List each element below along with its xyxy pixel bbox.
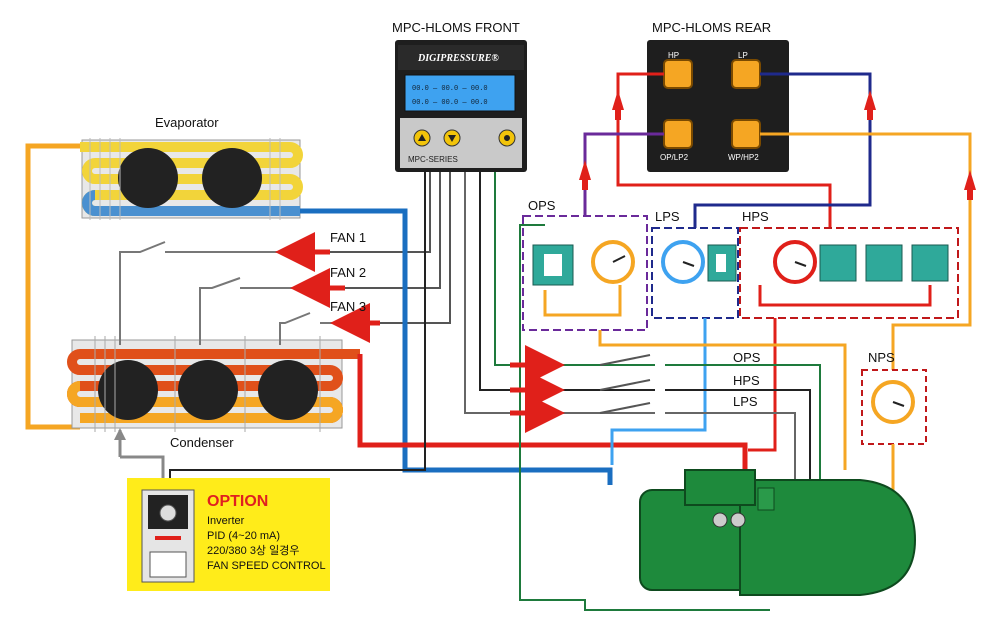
ops-group-label: OPS <box>528 198 556 213</box>
evaporator-coil-cold <box>82 190 300 216</box>
ops-orange-line <box>543 285 622 317</box>
switch-lps-label: LPS <box>733 394 758 409</box>
nps-gauge-needle <box>892 401 905 407</box>
fan-3-label: FAN 3 <box>330 299 366 314</box>
front-title: MPC-HLOMS FRONT <box>392 20 520 35</box>
rear-title: MPC-HLOMS REAR <box>652 20 771 35</box>
rear-up-arrows <box>579 90 976 200</box>
lps-group: LPS <box>651 209 739 319</box>
option-control-wire <box>169 172 426 478</box>
port-lp <box>731 59 761 89</box>
front-brand: DIGIPRESSURE® <box>417 53 499 64</box>
hps-box <box>739 227 959 319</box>
lps-group-label: LPS <box>655 209 680 224</box>
hps-gauge-needle <box>794 261 807 267</box>
condenser: Condenser <box>67 336 360 450</box>
inverter-label-panel <box>149 551 187 578</box>
evaporator-label: Evaporator <box>155 115 219 130</box>
condenser-fan-2 <box>178 360 238 420</box>
option-up-arrow-icon <box>114 428 126 440</box>
port-op-lp2 <box>663 119 693 149</box>
switch-hps-label: HPS <box>733 373 760 388</box>
down-arrow-icon <box>448 135 456 142</box>
ops-box <box>522 215 648 331</box>
evaporator-fan-2 <box>202 148 262 208</box>
port-hp-label: HP <box>668 51 679 60</box>
evap-cond-line <box>25 143 80 430</box>
ops-gauge-needle <box>612 255 626 263</box>
hps-switch-3 <box>911 244 949 282</box>
option-line-3: 220/380 3상 일경우 <box>207 543 299 557</box>
condenser-coil-lower <box>67 381 343 423</box>
hps-red-line <box>758 285 932 307</box>
option-link-line <box>120 455 165 480</box>
hps-group: HPS <box>739 209 959 319</box>
option-line-4: FAN SPEED CONTROL <box>207 560 326 572</box>
compressor-port-2 <box>730 512 746 528</box>
lps-gauge-needle <box>682 261 695 267</box>
lps-box <box>651 227 739 319</box>
rear-panel-lines <box>583 72 972 370</box>
compressor-relays <box>599 354 651 414</box>
port-op-lp2-label: OP/LP2 <box>660 153 689 162</box>
compressor-port-1 <box>712 512 728 528</box>
inverter-indicator <box>155 536 181 540</box>
option-title: OPTION <box>207 493 268 510</box>
condenser-fan-1 <box>98 360 158 420</box>
port-hp <box>663 59 693 89</box>
gauge-lines <box>598 318 847 470</box>
rear-panel: MPC-HLOMS REAR HP LP OP/LP2 WP/HP2 <box>647 20 789 172</box>
compressor-valve <box>757 487 775 511</box>
ops-switch-face <box>544 254 562 276</box>
nps-group-label: NPS <box>868 350 895 365</box>
fan-switches <box>119 241 345 345</box>
hps-group-label: HPS <box>742 209 769 224</box>
option-line-2: PID (4~20 mA) <box>207 530 280 542</box>
evaporator-fan-1 <box>118 148 178 208</box>
hps-switch-1 <box>819 244 857 282</box>
port-wp-hp2-label: WP/HP2 <box>728 153 759 162</box>
port-lp-label: LP <box>738 51 748 60</box>
compressor-terminal-box <box>684 469 756 506</box>
front-brand-strip <box>398 45 524 70</box>
condenser-fan-3 <box>258 360 318 420</box>
compressor-body <box>739 479 917 596</box>
front-panel: MPC-HLOMS FRONT DIGIPRESSURE® 00.0 — 00.… <box>392 20 527 172</box>
switch-ops-label: OPS <box>733 350 761 365</box>
option-box: OPTION Inverter PID (4~20 mA) 220/380 3상… <box>114 172 426 591</box>
fan-1-label: FAN 1 <box>330 230 366 245</box>
lcd-row-2: 00.0 — 00.0 — 00.0 <box>412 99 488 107</box>
front-series: MPC-SERIES <box>408 155 458 164</box>
condenser-label: Condenser <box>170 435 234 450</box>
evaporator: Evaporator <box>80 115 303 220</box>
inverter-knob-icon <box>159 504 177 522</box>
up-arrow-icon <box>418 134 426 141</box>
enter-dot-icon <box>504 135 510 141</box>
lps-switch-face <box>716 254 726 272</box>
option-line-1: Inverter <box>207 515 245 527</box>
lcd-row-1: 00.0 — 00.0 — 00.0 <box>412 85 488 93</box>
compressor <box>639 469 917 596</box>
fan-2-label: FAN 2 <box>330 265 366 280</box>
hps-switch-2 <box>865 244 903 282</box>
switch-arrows <box>510 345 565 433</box>
ops-group: OPS <box>522 198 648 331</box>
port-wp-hp2 <box>731 119 761 149</box>
fan-arrows <box>275 232 380 343</box>
front-lcd <box>404 74 516 112</box>
